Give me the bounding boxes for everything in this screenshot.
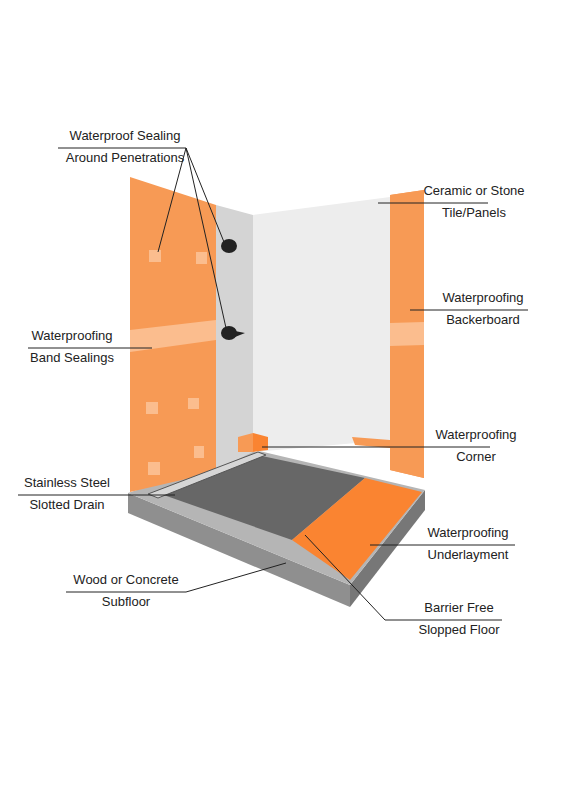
pipe-penetration <box>235 331 245 337</box>
part-label: Waterproofing Underlayment <box>416 522 520 566</box>
pipe-penetration <box>221 326 237 340</box>
part-label: Stainless Steel Slotted Drain <box>13 472 121 516</box>
sealing-patch <box>146 402 158 414</box>
slotted-drain <box>148 452 266 498</box>
sealing-patch <box>188 398 199 409</box>
side-tile <box>216 205 253 470</box>
back-tile <box>253 197 390 452</box>
underlayment <box>292 478 422 580</box>
right-backerboard-face <box>390 190 424 478</box>
part-label: Barrier Free Slopped Floor <box>410 597 508 641</box>
band-sealing <box>130 320 216 352</box>
part-label: Waterproof Sealing Around Penetrations <box>50 125 200 169</box>
sealing-patch <box>196 252 207 264</box>
sealing-patch <box>149 250 161 262</box>
part-label: Waterproofing Backerboard <box>428 287 538 331</box>
part-label: Waterproofing Corner <box>424 424 528 468</box>
corner-piece <box>253 433 268 452</box>
sealing-patch <box>148 462 160 475</box>
right-backerboard <box>352 190 424 478</box>
band-sealing <box>390 322 424 346</box>
part-label: Wood or Concrete Subfloor <box>62 569 190 613</box>
sealing-patch <box>194 446 204 458</box>
part-label: Ceramic or Stone Tile/Panels <box>413 180 535 224</box>
part-label: Waterproofing Band Sealings <box>20 325 124 369</box>
corner-piece <box>238 433 253 452</box>
